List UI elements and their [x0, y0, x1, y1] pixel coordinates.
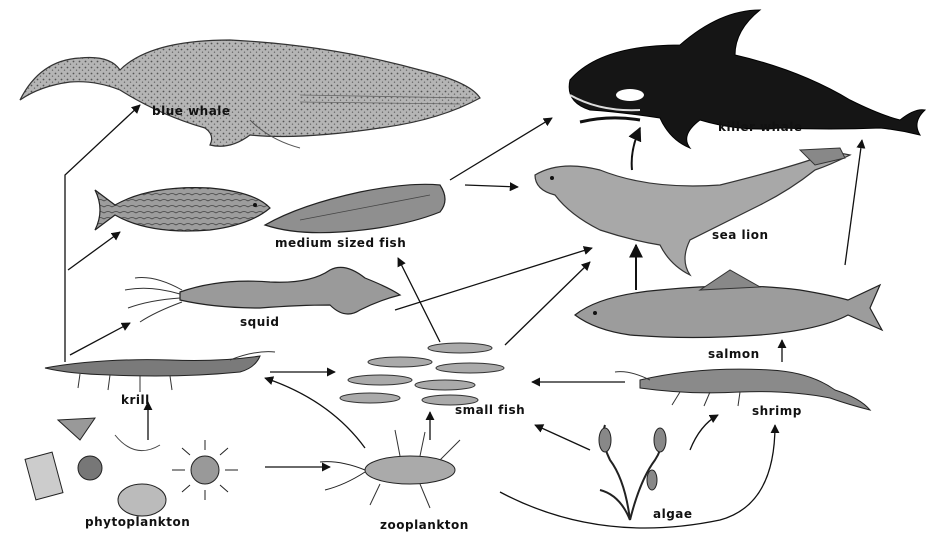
salmon-illustration — [575, 270, 882, 338]
arrow-squid-to-sea-lion — [395, 248, 592, 310]
arrow-zooplankton-to-shrimp — [500, 425, 775, 528]
label-salmon: salmon — [708, 347, 760, 361]
label-blue-whale: blue whale — [152, 104, 231, 118]
arrow-zooplankton-to-krill — [265, 378, 365, 448]
arrow-sea-lion-to-killer-whale — [632, 128, 640, 170]
label-phytoplankton: phytoplankton — [85, 515, 190, 529]
arrow-small-fish-to-sea-lion — [505, 262, 590, 345]
arrow-krill-to-squid — [70, 323, 130, 355]
arrow-medium-fish-to-killer-whale — [450, 118, 552, 180]
arrow-medium-fish-to-sea-lion — [465, 185, 518, 187]
arrow-algae-to-small-fish — [535, 425, 590, 450]
blue-whale-illustration — [20, 40, 480, 148]
zooplankton-illustration — [320, 430, 460, 508]
krill-illustration — [45, 352, 275, 392]
phytoplankton-illustration — [25, 418, 238, 516]
label-squid: squid — [240, 315, 279, 329]
striped-fish-illustration — [95, 188, 270, 231]
shrimp-illustration — [615, 369, 870, 410]
sea-lion-illustration — [535, 148, 850, 275]
arrow-krill-to-striped-fish — [68, 232, 120, 270]
label-medium-sized-fish: medium sized fish — [275, 236, 406, 250]
arrow-salmon-to-killer-whale — [845, 140, 862, 265]
label-algae: algae — [653, 507, 693, 521]
small-fish-school-illustration — [340, 343, 504, 405]
arrow-algae-to-shrimp — [690, 415, 718, 450]
label-krill: krill — [121, 393, 150, 407]
label-zooplankton: zooplankton — [380, 518, 469, 532]
arrow-small-fish-to-medium-fish — [398, 258, 440, 342]
label-killer-whale: killer whale — [718, 120, 803, 134]
label-sea-lion: sea lion — [712, 228, 769, 242]
algae-illustration — [599, 425, 666, 520]
label-shrimp: shrimp — [752, 404, 802, 418]
squid-illustration — [125, 267, 400, 322]
medium-fish-illustration — [265, 184, 445, 232]
label-small-fish: small fish — [455, 403, 525, 417]
